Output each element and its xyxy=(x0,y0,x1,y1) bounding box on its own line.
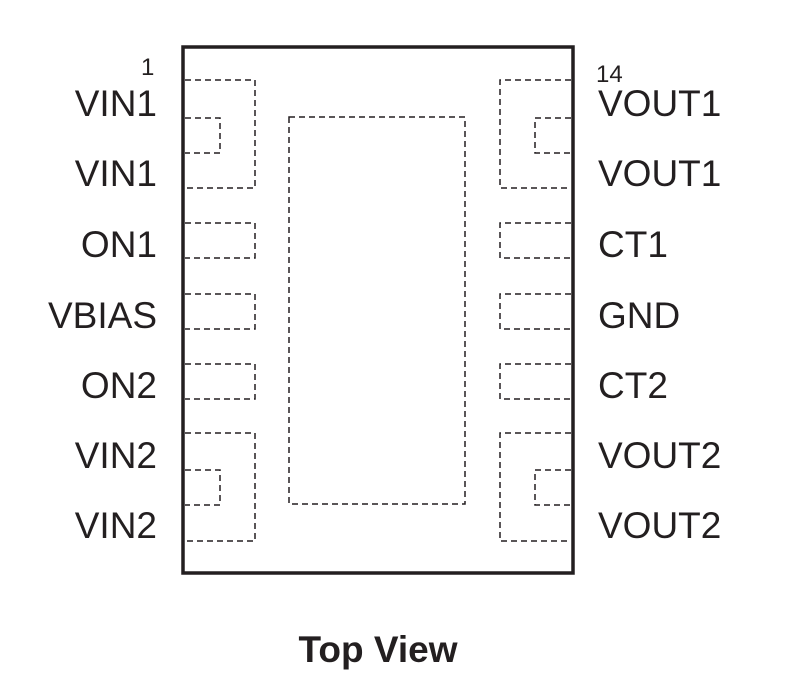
pin-label-right-3: CT1 xyxy=(598,224,668,265)
pin-label-right-5: CT2 xyxy=(598,365,668,406)
pin-number-1: 1 xyxy=(141,54,154,81)
pin-label-left-7: VIN2 xyxy=(75,505,157,546)
pin-label-left-4: VBIAS xyxy=(48,295,157,336)
diagram-caption: Top View xyxy=(299,629,458,670)
pin-label-left-1: VIN1 xyxy=(75,83,157,124)
pin-label-right-1: VOUT1 xyxy=(598,83,721,124)
pad-vbias xyxy=(185,293,256,330)
pin-label-left-6: VIN2 xyxy=(75,435,157,476)
pin-label-left-3: ON1 xyxy=(81,224,157,265)
pad-ct1 xyxy=(499,222,571,259)
pad-ct2 xyxy=(499,363,571,400)
pad-vin1-group xyxy=(185,79,256,189)
pin-label-left-5: ON2 xyxy=(81,365,157,406)
pad-vout2-group xyxy=(499,432,571,542)
pad-vin2-group xyxy=(185,432,256,542)
pad-vout1-group xyxy=(499,79,571,189)
package-outline xyxy=(181,45,575,575)
pad-gnd xyxy=(499,293,571,330)
pin-label-right-4: GND xyxy=(598,295,680,336)
pin-label-right-7: VOUT2 xyxy=(598,505,721,546)
pad-on1 xyxy=(185,222,256,259)
pin-label-right-2: VOUT1 xyxy=(598,153,721,194)
pin-number-14: 14 xyxy=(596,61,623,88)
pin-label-right-6: VOUT2 xyxy=(598,435,721,476)
pad-on2 xyxy=(185,363,256,400)
thermal-pad xyxy=(288,116,466,505)
pin-label-left-2: VIN1 xyxy=(75,153,157,194)
